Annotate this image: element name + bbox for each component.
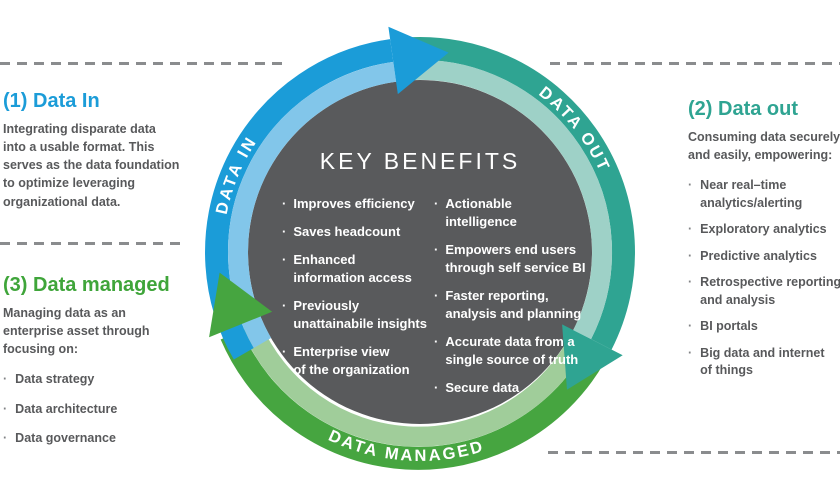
- data-managed-heading: (3) Data managed: [3, 274, 170, 296]
- data-out-heading: (2) Data out: [688, 98, 798, 120]
- list-item-label: Exploratory analytics: [700, 222, 827, 237]
- dashed-line-mid-left: [0, 242, 182, 245]
- list-item-label: Improves efficiency: [293, 196, 415, 211]
- list-item: Actionable intelligence: [434, 195, 586, 231]
- panel-data-managed: (3) Data managed Managing data as an ent…: [3, 274, 208, 460]
- list-item-label: Data strategy: [15, 372, 95, 387]
- list-item-label: Faster reporting, analysis and planning: [445, 287, 582, 321]
- data-out-arc-inner: [406, 59, 613, 340]
- bullet-dot-icon: [688, 177, 692, 212]
- list-item: Saves headcount: [282, 223, 428, 241]
- bullet-dot-icon: [434, 195, 438, 231]
- key-benefits-title: KEY BENEFITS: [319, 148, 521, 174]
- bullet-dot-icon: [688, 248, 692, 266]
- list-item: BI portals: [688, 318, 840, 336]
- data-out-list: Near real–time analytics/alertingExplora…: [688, 177, 840, 380]
- bullet-dot-icon: [688, 221, 692, 239]
- data-in-description: Integrating disparate data into a usable…: [3, 122, 180, 209]
- bullet-dot-icon: [434, 333, 438, 369]
- list-item-label: Data governance: [15, 431, 116, 446]
- data-in-arrowhead-icon: [388, 26, 449, 95]
- list-item: Empowers end users through self service …: [434, 241, 586, 277]
- bullet-dot-icon: [3, 430, 7, 448]
- list-item: Retrospective reporting and analysis: [688, 274, 840, 309]
- benefits-left-column: Improves efficiencySaves headcountEnhanc…: [282, 195, 428, 406]
- bullet-dot-icon: [282, 251, 286, 287]
- list-item-label: Enterprise view of the organization: [293, 343, 410, 377]
- list-item: Data governance: [3, 430, 208, 448]
- bullet-dot-icon: [688, 345, 692, 380]
- bullet-dot-icon: [282, 223, 286, 241]
- dashed-line-top-left: [0, 62, 288, 65]
- list-item: Enterprise view of the organization: [282, 343, 428, 379]
- list-item: Improves efficiency: [282, 195, 428, 213]
- list-item-label: Retrospective reporting and analysis: [700, 275, 840, 307]
- list-item-label: Predictive analytics: [700, 248, 817, 263]
- key-benefits-circle: [248, 80, 592, 424]
- list-item: Data strategy: [3, 371, 208, 389]
- list-item: Secure data: [434, 379, 586, 397]
- list-item: Faster reporting, analysis and planning: [434, 287, 586, 323]
- bullet-dot-icon: [282, 297, 286, 333]
- list-item-label: Empowers end users through self service …: [445, 241, 586, 275]
- list-item: Enhanced information access: [282, 251, 428, 287]
- bullet-dot-icon: [3, 371, 7, 389]
- data-managed-description: Managing data as an enterprise asset thr…: [3, 306, 150, 357]
- list-item-label: Data architecture: [15, 401, 118, 416]
- list-item-label: Secure data: [445, 379, 520, 395]
- bullet-dot-icon: [3, 401, 7, 419]
- bullet-dot-icon: [434, 241, 438, 277]
- list-item: Big data and internet of things: [688, 345, 840, 380]
- bullet-dot-icon: [282, 195, 286, 213]
- data-out-description: Consuming data securely and easily, empo…: [688, 130, 840, 163]
- list-item: Previously unattainabile insights: [282, 297, 428, 333]
- key-benefits-lists: Improves efficiencySaves headcountEnhanc…: [282, 182, 586, 406]
- list-item: Data architecture: [3, 401, 208, 419]
- bullet-dot-icon: [688, 274, 692, 309]
- data-managed-arc-outer: [220, 330, 605, 470]
- bullet-dot-icon: [434, 287, 438, 323]
- data-out-arrowhead-icon: [562, 324, 623, 390]
- bullet-dot-icon: [282, 343, 286, 379]
- dashed-line-bottom-right: [548, 451, 840, 454]
- list-item: Predictive analytics: [688, 248, 840, 266]
- data-managed-list: Data strategyData architectureData gover…: [3, 371, 208, 448]
- list-item-label: Actionable intelligence: [445, 196, 517, 229]
- data-out-arc-outer: [405, 37, 635, 350]
- data-in-heading: (1) Data In: [3, 90, 100, 112]
- list-item-label: Big data and internet of things: [700, 345, 825, 378]
- list-item-label: BI portals: [700, 319, 758, 334]
- list-item-label: Enhanced information access: [293, 251, 412, 285]
- panel-data-out: (2) Data out Consuming data securely and…: [688, 98, 840, 389]
- list-item-label: Accurate data from a single source of tr…: [445, 333, 579, 367]
- bullet-dot-icon: [434, 379, 438, 397]
- panel-data-in: (1) Data In Integrating disparate data i…: [3, 90, 201, 211]
- dashed-line-top-right: [550, 62, 840, 65]
- list-item: Exploratory analytics: [688, 221, 840, 239]
- list-item: Near real–time analytics/alerting: [688, 177, 840, 212]
- list-item-label: Saves headcount: [293, 223, 401, 239]
- bullet-dot-icon: [688, 318, 692, 336]
- benefits-right-column: Actionable intelligenceEmpowers end user…: [434, 195, 586, 406]
- list-item: Accurate data from a single source of tr…: [434, 333, 586, 369]
- data-managed-arrowhead-icon: [209, 272, 273, 338]
- list-item-label: Previously unattainabile insights: [293, 297, 427, 331]
- list-item-label: Near real–time analytics/alerting: [700, 178, 803, 210]
